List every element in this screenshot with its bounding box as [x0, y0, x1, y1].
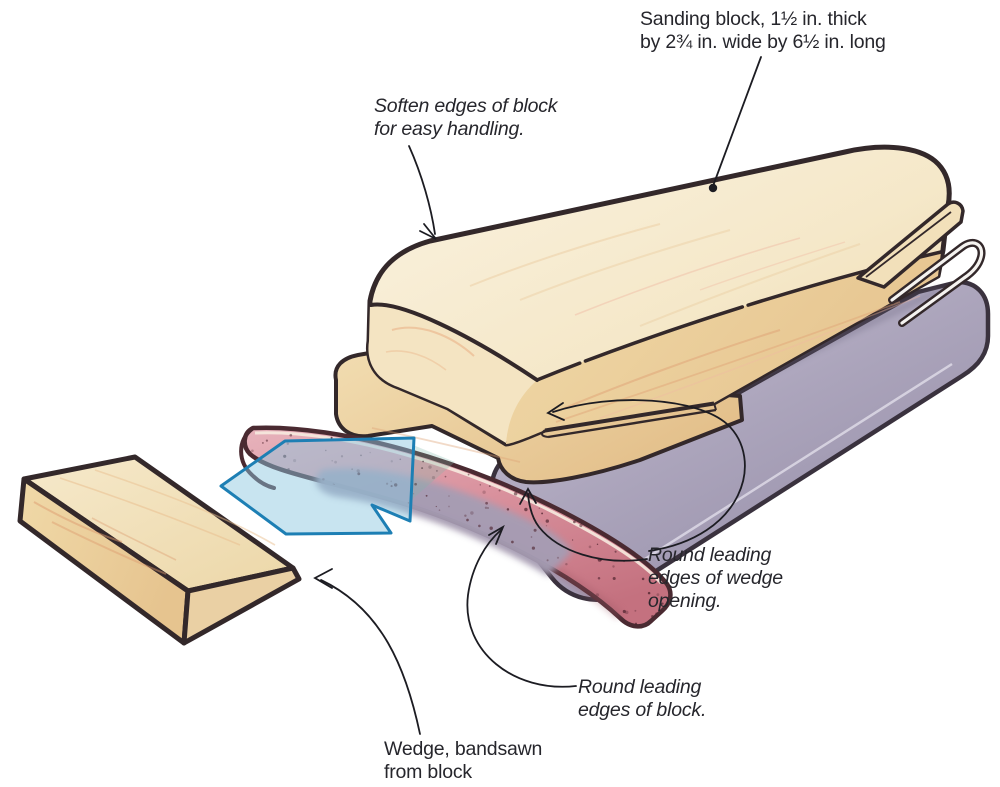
label-line: for easy handling.: [374, 118, 525, 140]
kerf-sliver-art: [856, 200, 986, 327]
label-line: edges of block.: [578, 699, 707, 721]
label-line: by 2¾ in. wide by 6½ in. long: [640, 31, 886, 53]
leader-block-edges: [466, 529, 577, 688]
label-line: opening.: [648, 590, 722, 612]
label-sanding-block: Sanding block, 1½ in. thick by 2¾ in. wi…: [640, 8, 886, 54]
leader-soften-edges: [408, 145, 436, 235]
arrowhead: [313, 568, 333, 589]
arrowhead: [419, 223, 437, 240]
label-line: from block: [384, 761, 472, 783]
label-soften-edges: Soften edges of block for easy handling.: [374, 95, 558, 141]
arrowhead: [546, 402, 565, 421]
arrowhead: [519, 487, 537, 505]
label-line: Sanding block, 1½ in. thick: [640, 8, 867, 30]
label-line: edges of wedge: [648, 567, 783, 589]
leader-dot: [708, 183, 718, 193]
wedge-art: [17, 454, 302, 646]
arrowhead: [488, 524, 505, 545]
label-line: Soften edges of block: [374, 95, 558, 117]
label-line: Round leading: [648, 544, 772, 566]
leader-wedge: [320, 579, 421, 735]
label-wedge-opening: Round leading edges of wedge opening.: [648, 544, 783, 613]
leader-sanding-block: [712, 56, 762, 187]
leader-wedge-opening-a: [552, 399, 746, 552]
label-line: Round leading: [578, 676, 702, 698]
wedge-opening-kerf: [541, 401, 717, 439]
leader-lines: [313, 56, 762, 735]
label-line: Wedge, bandsawn: [384, 738, 543, 760]
leader-wedge-opening-b: [527, 493, 648, 562]
label-wedge: Wedge, bandsawn from block: [384, 738, 542, 784]
label-block-edges: Round leading edges of block.: [578, 676, 706, 722]
insertion-arrow-art: [219, 436, 455, 536]
